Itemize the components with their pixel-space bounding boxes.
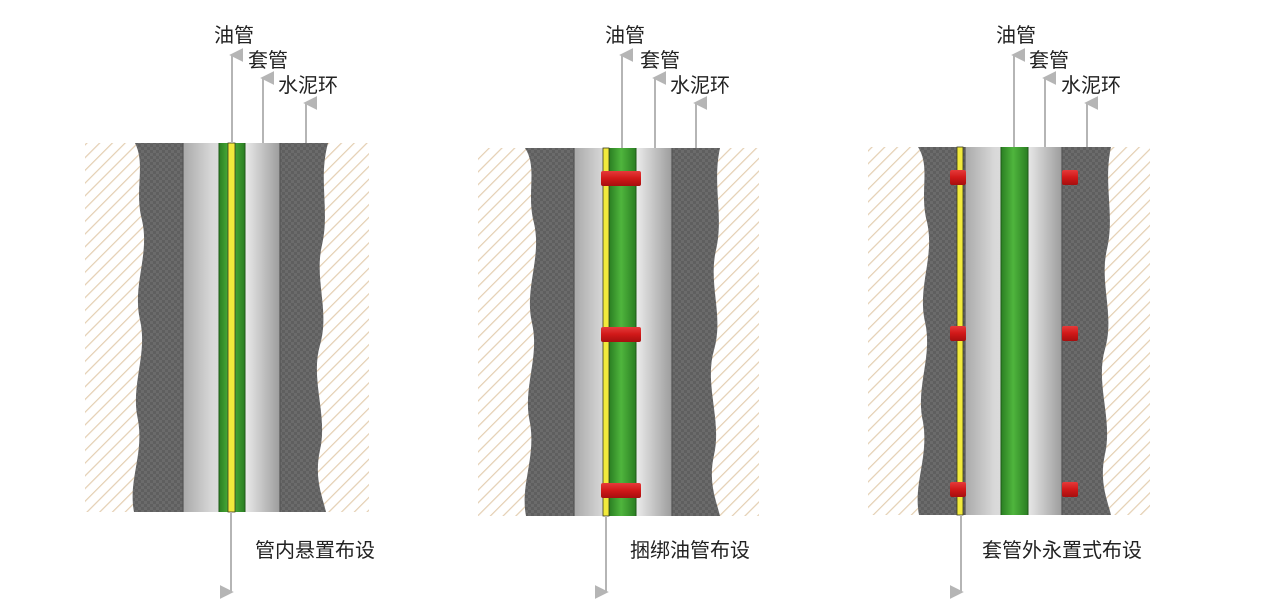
panel-2: 油管 套管 水泥环 捆绑油管布设 [478, 23, 759, 599]
optical-fiber [227, 142, 236, 513]
tubing-pipe [1001, 147, 1028, 515]
clamp [950, 482, 966, 497]
casing-label: 套管 [248, 48, 288, 72]
clamp [950, 326, 966, 341]
tubing-label: 油管 [996, 23, 1036, 47]
clamp [1062, 170, 1078, 185]
cement-label: 水泥环 [1061, 73, 1121, 97]
casing-label: 套管 [1029, 48, 1069, 72]
clamp [950, 170, 966, 185]
panel-caption: 管内悬置布设 [255, 538, 375, 562]
clamp [1062, 482, 1078, 497]
panel-caption: 捆绑油管布设 [630, 538, 750, 562]
cement-label: 水泥环 [670, 73, 730, 97]
tubing-label: 油管 [214, 23, 254, 47]
clamp [601, 327, 641, 342]
casing-label: 套管 [640, 48, 680, 72]
cement-label: 水泥环 [278, 73, 338, 97]
panel-caption: 套管外永置式布设 [982, 538, 1142, 562]
clamp [601, 171, 641, 186]
clamp [1062, 326, 1078, 341]
clamp [601, 483, 641, 498]
panel-3: 油管 套管 水泥环 套管外永置式布设 [868, 23, 1150, 599]
tubing-label: 油管 [605, 23, 645, 47]
panel-1: 油管 套管 水泥环 管内悬置布设 [85, 23, 375, 599]
